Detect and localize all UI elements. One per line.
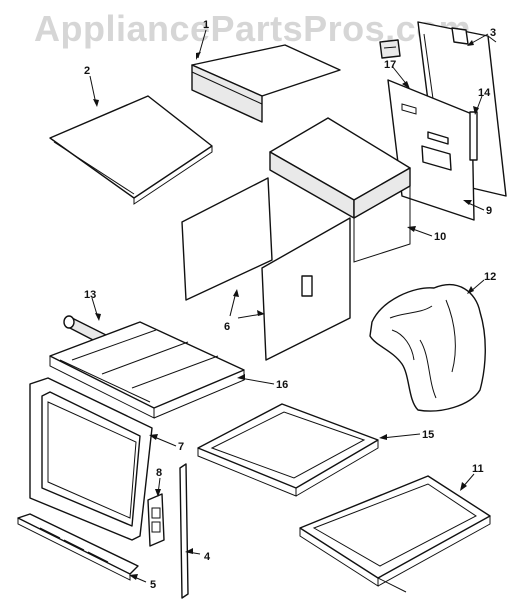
callout-17: 17 bbox=[384, 59, 396, 71]
callout-4: 4 bbox=[204, 551, 211, 563]
part-12-insulation-blanket[interactable] bbox=[369, 283, 486, 412]
callout-labels: 1 2 3 4 5 6 7 8 9 10 11 12 13 14 15 16 1… bbox=[84, 19, 496, 591]
part-4-vertical-bar[interactable] bbox=[179, 463, 189, 599]
callout-11: 11 bbox=[472, 463, 484, 475]
part-7-door-frame[interactable] bbox=[29, 377, 153, 541]
part-11-bottom-tray[interactable] bbox=[299, 475, 491, 593]
part-5-vent-strip[interactable] bbox=[17, 513, 139, 581]
callout-7: 7 bbox=[178, 441, 184, 453]
callout-13: 13 bbox=[84, 289, 96, 301]
callout-3: 3 bbox=[490, 27, 496, 39]
callout-2: 2 bbox=[84, 65, 90, 77]
part-14-strip[interactable] bbox=[469, 111, 478, 161]
part-15-floor-panel[interactable] bbox=[197, 403, 379, 497]
part-16-frame-assembly[interactable] bbox=[49, 321, 245, 419]
part-17-bracket[interactable] bbox=[379, 39, 401, 59]
callout-1: 1 bbox=[203, 19, 209, 31]
callout-14: 14 bbox=[478, 87, 491, 99]
part-6-side-panels[interactable] bbox=[181, 177, 351, 361]
callout-5: 5 bbox=[150, 579, 156, 591]
callout-12: 12 bbox=[484, 271, 496, 283]
callout-16: 16 bbox=[276, 379, 288, 391]
callout-8: 8 bbox=[156, 467, 162, 479]
leader-lines bbox=[89, 29, 489, 583]
callout-6: 6 bbox=[224, 321, 230, 333]
callout-15: 15 bbox=[422, 429, 434, 441]
callout-9: 9 bbox=[486, 205, 492, 217]
part-1-top-cover[interactable] bbox=[191, 44, 341, 123]
callout-10: 10 bbox=[434, 231, 446, 243]
part-10-insulation-block[interactable] bbox=[269, 117, 411, 263]
part-2-back-wrapper[interactable] bbox=[49, 95, 213, 205]
part-8-latch[interactable] bbox=[147, 493, 165, 547]
